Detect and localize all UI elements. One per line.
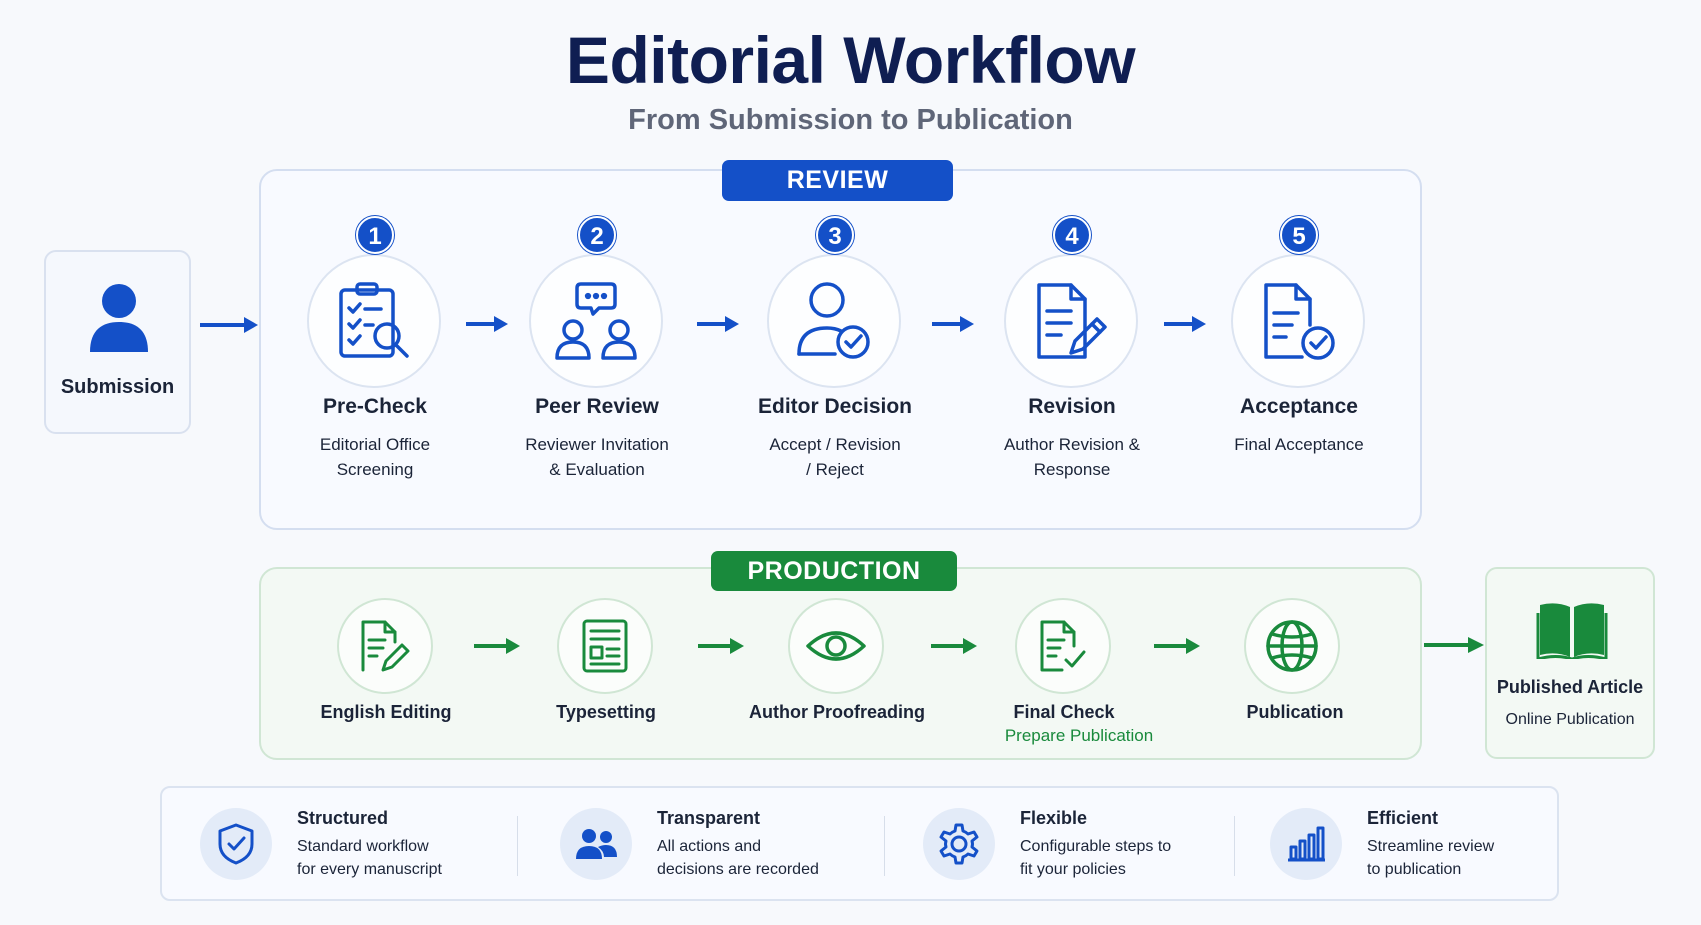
document-pencil-icon: [361, 620, 410, 672]
users-icon: [576, 829, 617, 859]
step-desc-peer-review: Reviewer Invitation & Evaluation: [525, 435, 669, 479]
document-check-icon: [1040, 620, 1086, 672]
prod-typesetting-circle: [557, 598, 653, 694]
step-number-1: 1: [356, 216, 394, 254]
feature-efficient-title: Efficient: [1367, 808, 1439, 828]
step-title-pre-check: Pre-Check: [323, 395, 427, 418]
feature-efficient: Efficient Streamline review to publicati…: [1270, 788, 1560, 899]
feature-transparent-icon-wrap: [560, 808, 632, 880]
step-title-acceptance: Acceptance: [1240, 395, 1358, 418]
step-title-peer-review: Peer Review: [535, 395, 659, 418]
submission-card: Submission: [44, 250, 191, 434]
prod-sub-final-check: Prepare Publication: [1004, 726, 1154, 745]
prod-publication-circle: [1244, 598, 1340, 694]
step-desc-revision: Author Revision & Response: [1003, 435, 1141, 479]
feature-divider: [1234, 816, 1235, 876]
open-book-icon: [1536, 603, 1608, 659]
arrow-production-to-published: [1424, 637, 1484, 653]
user-check-icon: [797, 282, 870, 359]
arrow-prod4-to-prod5: [1154, 638, 1200, 654]
prod-title-publication: Publication: [1246, 702, 1344, 722]
feature-divider: [884, 816, 885, 876]
feature-structured-desc: Standard workflow for every manuscript: [297, 838, 442, 878]
feature-divider: [517, 816, 518, 876]
step-desc-pre-check: Editorial Office Screening: [319, 435, 431, 479]
arrow-prod3-to-prod4: [931, 638, 977, 654]
step-title-editor-decision: Editor Decision: [757, 395, 913, 418]
feature-structured-title: Structured: [297, 808, 389, 828]
published-article-card: Published Article Online Publication: [1485, 567, 1655, 759]
user-icon: [90, 284, 148, 352]
feature-flexible: Flexible Configurable steps to fit your …: [923, 788, 1223, 899]
shield-check-icon: [218, 823, 254, 865]
feature-flexible-desc: Configurable steps to fit your policies: [1020, 838, 1172, 878]
prod-english-editing-circle: [337, 598, 433, 694]
document-edit-icon: [1037, 283, 1107, 359]
step-desc-acceptance: Final Acceptance: [1234, 435, 1364, 454]
layout-icon: [582, 619, 628, 673]
submission-label: Submission: [60, 376, 175, 398]
prod-final-check-circle: [1015, 598, 1111, 694]
document-check-icon: [1264, 283, 1335, 360]
prod-title-final-check: Final Check: [1013, 702, 1115, 722]
step-pre-check-circle: [307, 254, 441, 388]
production-badge: PRODUCTION: [711, 551, 957, 591]
arrow-step4-to-step5: [1164, 316, 1206, 332]
arrow-prod1-to-prod2: [474, 638, 520, 654]
eye-icon: [806, 631, 866, 661]
published-subtitle: Online Publication: [1505, 711, 1635, 728]
step-editor-decision-circle: [767, 254, 901, 388]
step-number-4: 4: [1053, 216, 1091, 254]
published-title: Published Article: [1496, 677, 1644, 697]
arrow-step3-to-step4: [932, 316, 974, 332]
arrow-step2-to-step3: [697, 316, 739, 332]
prod-title-english-editing: English Editing: [320, 702, 452, 722]
step-desc-editor-decision: Accept / Revision / Reject: [769, 435, 901, 479]
reviewers-chat-icon: [555, 282, 637, 360]
feature-transparent-title: Transparent: [657, 808, 761, 828]
feature-efficient-icon-wrap: [1270, 808, 1342, 880]
feature-structured-icon-wrap: [200, 808, 272, 880]
gear-icon: [939, 823, 979, 865]
features-bar: Structured Standard workflow for every m…: [160, 786, 1559, 901]
page-title: Editorial Workflow: [565, 23, 1136, 97]
arrow-prod2-to-prod3: [698, 638, 744, 654]
feature-transparent: Transparent All actions and decisions ar…: [560, 788, 860, 899]
prod-title-author-proofreading: Author Proofreading: [749, 702, 925, 722]
feature-flexible-title: Flexible: [1020, 808, 1088, 828]
step-acceptance-circle: [1231, 254, 1365, 388]
arrow-step1-to-step2: [466, 316, 508, 332]
globe-icon: [1266, 620, 1318, 672]
prod-title-typesetting: Typesetting: [556, 702, 656, 722]
feature-efficient-desc: Streamline review to publication: [1367, 838, 1495, 878]
feature-structured: Structured Standard workflow for every m…: [200, 788, 500, 899]
arrow-submission-to-review: [200, 317, 258, 333]
step-number-5: 5: [1280, 216, 1318, 254]
step-revision-circle: [1004, 254, 1138, 388]
step-peer-review-circle: [529, 254, 663, 388]
step-number-3: 3: [816, 216, 854, 254]
step-number-2: 2: [578, 216, 616, 254]
feature-flexible-icon-wrap: [923, 808, 995, 880]
prod-author-proofreading-circle: [788, 598, 884, 694]
feature-transparent-desc: All actions and decisions are recorded: [657, 838, 819, 878]
clipboard-search-icon: [339, 282, 409, 358]
review-badge: REVIEW: [722, 160, 953, 201]
step-title-revision: Revision: [1028, 395, 1116, 418]
page-subtitle: From Submission to Publication: [628, 104, 1073, 136]
bar-chart-icon: [1288, 826, 1325, 862]
